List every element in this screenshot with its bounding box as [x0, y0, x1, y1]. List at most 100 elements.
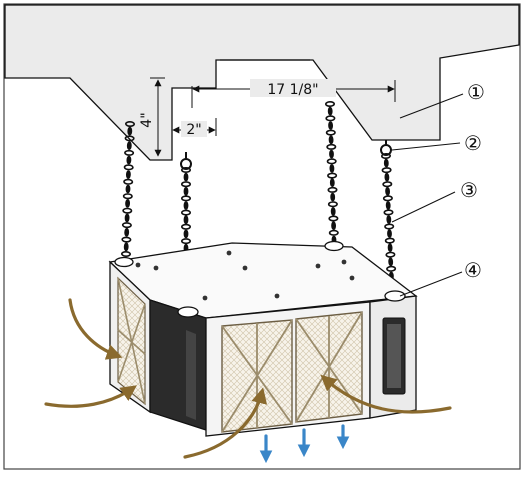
chain-link	[127, 126, 133, 136]
chain-link	[183, 215, 189, 225]
chain-link	[328, 229, 339, 236]
chain-link	[126, 141, 132, 151]
chain-link	[181, 238, 192, 245]
curved-airflow-arrow	[320, 374, 452, 414]
curved-airflow-arrow	[44, 385, 137, 408]
chain-link	[328, 215, 339, 222]
chain-link	[325, 129, 336, 136]
mounting-lugs	[114, 240, 406, 318]
chain-link	[385, 201, 391, 210]
filter-front-left	[221, 319, 293, 433]
chain-link	[125, 120, 135, 128]
chain-link	[181, 167, 192, 174]
chain-link	[381, 152, 391, 160]
chain-link	[123, 178, 134, 185]
chain-link	[325, 100, 335, 108]
chain-link	[183, 229, 189, 239]
curved-airflow-arrow	[68, 298, 123, 360]
chain-link	[330, 207, 336, 216]
chain-link	[327, 201, 338, 208]
dimension-span: 17 1/8"	[191, 79, 396, 108]
chain-link	[330, 192, 336, 202]
chain-link	[123, 164, 134, 171]
chain-link	[328, 121, 334, 130]
chain-link	[331, 221, 337, 231]
chain-link	[125, 184, 131, 194]
chain-link	[383, 158, 389, 168]
chain-back-left	[325, 100, 339, 245]
exhaust-airflow-arrows	[259, 424, 350, 464]
chain-link	[381, 167, 392, 174]
chain-link	[126, 155, 132, 165]
chain-link	[385, 251, 396, 258]
corner-panel-left	[149, 299, 207, 431]
chain-link	[383, 209, 394, 216]
chain-link	[123, 242, 129, 252]
curved-airflow-arrow	[183, 387, 268, 459]
callout-3: ③	[460, 178, 478, 202]
chain-link	[124, 135, 135, 142]
chain-link	[121, 236, 132, 243]
chain-link	[124, 149, 135, 156]
callout-2-label: ②	[464, 131, 482, 155]
callout-3-label: ③	[460, 178, 478, 202]
chain-link	[387, 243, 393, 253]
chain-link	[183, 201, 189, 210]
chain-link	[121, 222, 132, 229]
chain-link	[121, 250, 131, 258]
chain-link	[122, 207, 133, 214]
chain-link	[329, 149, 334, 159]
chain-link	[327, 106, 333, 116]
chain-link	[124, 213, 130, 223]
chain-link	[326, 143, 337, 150]
dimension-17-1-8in-label: 17 1/8"	[267, 82, 318, 98]
chain-link	[328, 135, 334, 145]
chain-link	[386, 215, 392, 224]
chain-link	[385, 186, 391, 196]
dimension-offset: 2"	[171, 118, 217, 138]
chain-link	[382, 195, 393, 202]
eye-bolt-left	[180, 152, 192, 170]
eye-bolt-right	[380, 140, 392, 156]
chain-link	[181, 209, 192, 216]
dimension-height: 4"	[139, 77, 165, 157]
chain-link	[124, 227, 130, 237]
chain-front-left	[121, 120, 135, 258]
callout-1-label: ①	[467, 80, 485, 104]
ceiling-beam	[4, 4, 520, 161]
callout-4-label: ④	[464, 258, 482, 282]
callout-4: ④	[464, 258, 482, 282]
chain-link	[181, 195, 192, 202]
callout-leaders	[391, 93, 464, 297]
dimension-4in-label: 4"	[139, 112, 155, 127]
chain-link	[384, 223, 395, 230]
chain-link	[388, 257, 394, 267]
chain-link	[181, 223, 192, 230]
chain-link	[386, 265, 397, 272]
chain-link	[329, 164, 335, 173]
chain-link	[327, 186, 338, 193]
chain-link	[382, 181, 393, 188]
chain-link	[384, 237, 395, 244]
air-purifier-unit	[108, 240, 418, 437]
chain-link	[125, 199, 131, 208]
dimension-2in-label: 2"	[186, 122, 201, 138]
chain-link	[183, 172, 189, 182]
chain-link	[125, 170, 131, 179]
chain-link	[384, 172, 390, 182]
callout-2: ②	[464, 131, 482, 155]
chain-link	[183, 186, 189, 196]
chain-link	[326, 158, 337, 165]
intake-airflow-arrows	[44, 298, 452, 459]
callout-1: ①	[467, 80, 485, 104]
chain-link	[387, 229, 392, 238]
chain-link	[327, 172, 338, 179]
top-plate-bolts	[135, 250, 355, 301]
chain-link	[325, 115, 336, 122]
chain-link	[122, 193, 133, 200]
chain-link	[329, 178, 335, 188]
outer-frame	[3, 3, 521, 470]
chain-link	[181, 181, 192, 188]
